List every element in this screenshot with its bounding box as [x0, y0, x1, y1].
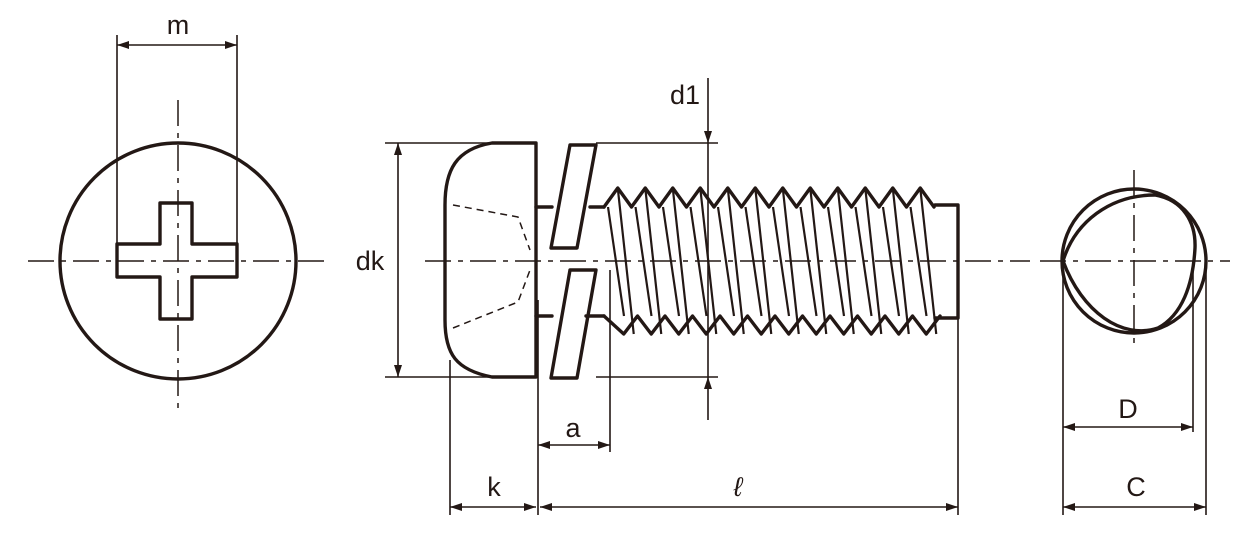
thread-flank-line [671, 187, 690, 335]
thread-root-line [634, 206, 653, 317]
label-D: D [1118, 394, 1138, 424]
lock-washer-top [549, 143, 598, 250]
thread-root-line [716, 206, 736, 317]
thread-flank-line [726, 187, 745, 335]
label-m: m [167, 10, 190, 40]
lock-washer-bottom [549, 268, 598, 380]
label-l: ℓ [733, 472, 744, 502]
screw-side-view [385, 78, 1030, 515]
label-k: k [487, 472, 501, 502]
tri-lobe-profile [1061, 193, 1197, 333]
head-top-view [28, 35, 330, 412]
thread-root-line [771, 206, 791, 317]
label-dk: dk [356, 246, 385, 276]
label-d1: d1 [670, 80, 700, 110]
label-C: C [1126, 472, 1146, 502]
thread-root-line [909, 206, 928, 317]
label-a: a [565, 413, 581, 443]
thread-flank-line [864, 187, 883, 335]
pan-head [443, 141, 538, 379]
screw-end-view [1040, 170, 1230, 515]
